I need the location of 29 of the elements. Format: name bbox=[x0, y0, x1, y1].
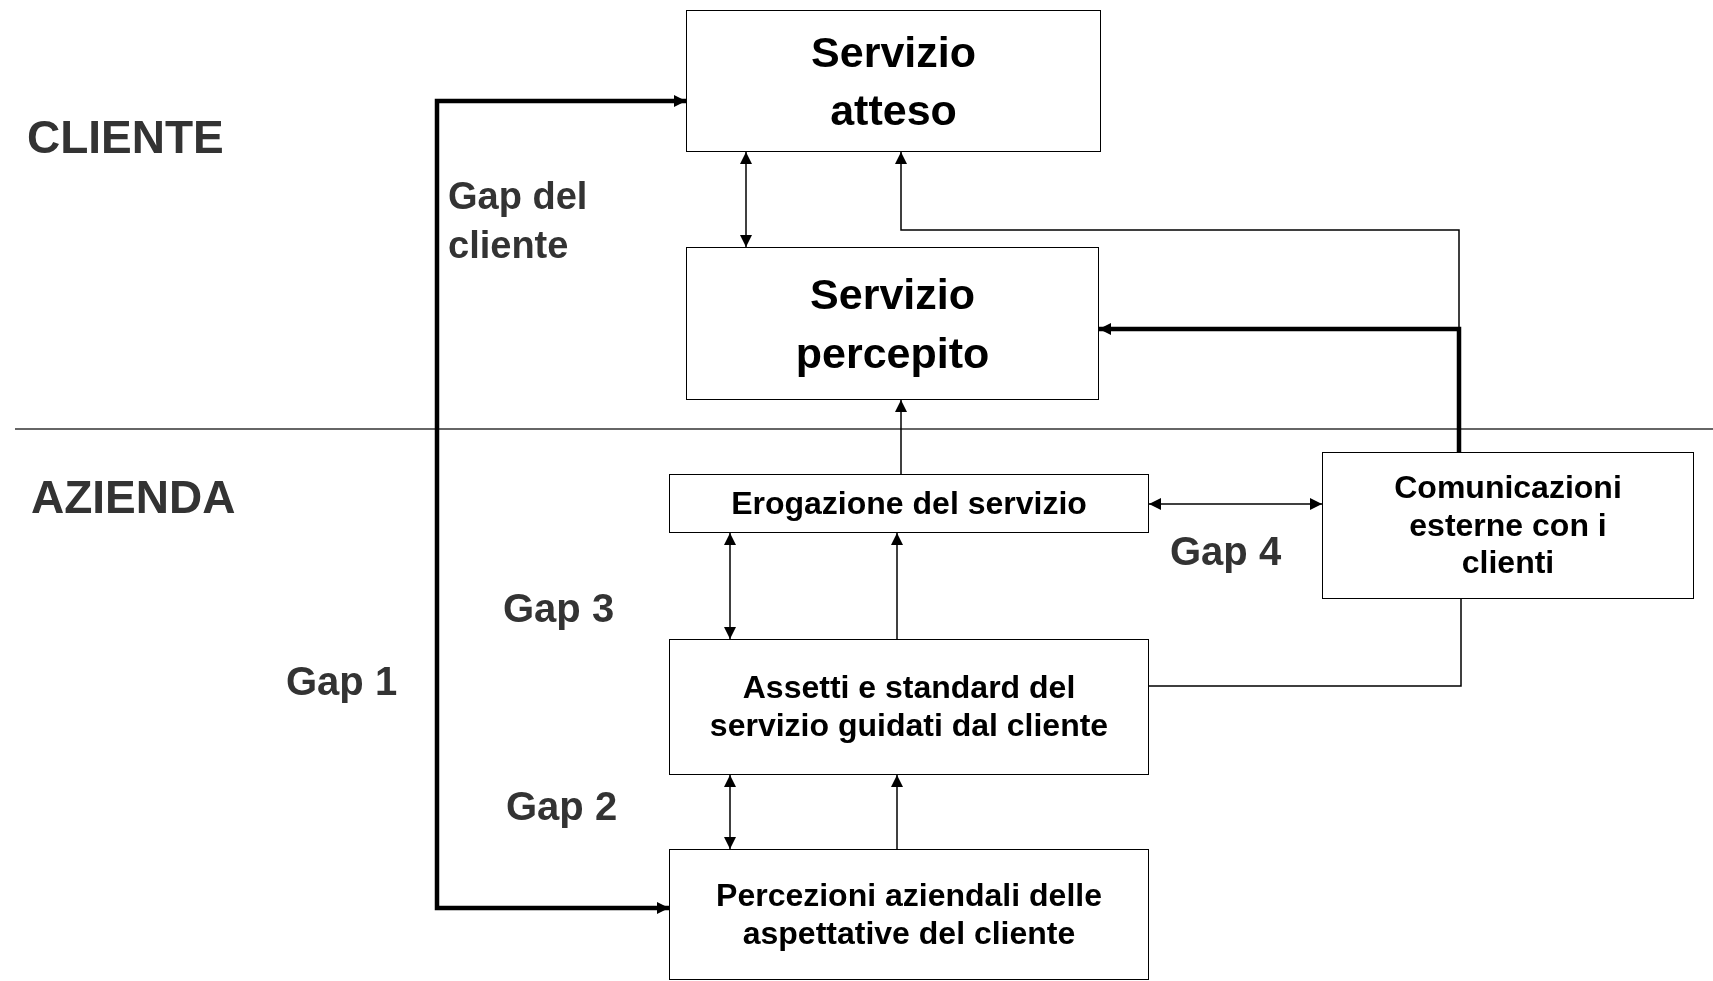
box-text: Assetti e standard del servizio guidati dal cliente bbox=[708, 669, 1110, 745]
section-label: CLIENTE bbox=[27, 110, 225, 165]
arrow bbox=[1148, 498, 1323, 510]
section-label: AZIENDA bbox=[31, 470, 237, 525]
process-box bbox=[669, 849, 1149, 980]
arrow bbox=[434, 95, 686, 914]
arrow bbox=[895, 399, 907, 475]
box-text: Percezioni aziendali delle aspettative del cliente bbox=[715, 876, 1103, 953]
connector-line bbox=[1148, 598, 1462, 687]
gap-label: Gap 1 bbox=[286, 658, 399, 705]
arrow bbox=[740, 151, 752, 248]
gap-label: Gap 2 bbox=[506, 783, 619, 830]
process-box bbox=[669, 639, 1149, 775]
box-text: Servizio atteso bbox=[810, 26, 977, 136]
arrow bbox=[724, 532, 736, 640]
arrow bbox=[891, 774, 903, 850]
box-text: Erogazione del servizio bbox=[731, 484, 1087, 523]
gap-label: Gap 3 bbox=[503, 585, 616, 632]
process-box bbox=[669, 474, 1149, 533]
process-box bbox=[1322, 452, 1694, 599]
process-box bbox=[686, 247, 1099, 400]
box-text: Servizio percepito bbox=[794, 269, 991, 379]
box-text: Comunicazioni esterne con i clienti bbox=[1393, 468, 1623, 583]
gap-label: Gap del cliente bbox=[448, 174, 589, 269]
arrow bbox=[1099, 323, 1462, 452]
arrow bbox=[891, 532, 903, 640]
arrow bbox=[724, 774, 736, 850]
gap-label: Gap 4 bbox=[1170, 528, 1283, 575]
process-box bbox=[686, 10, 1101, 152]
